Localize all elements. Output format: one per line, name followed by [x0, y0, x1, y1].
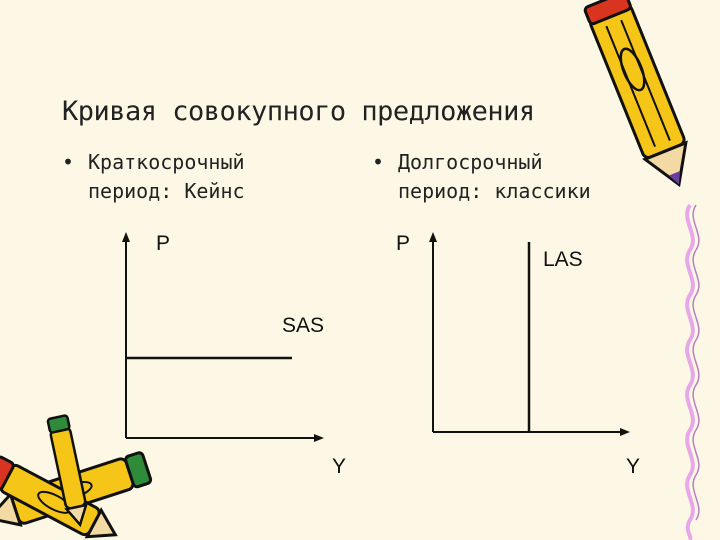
las-label: LAS	[543, 248, 583, 271]
pencils-icon	[0, 414, 153, 539]
sas-label: SAS	[282, 314, 325, 337]
bullet-line: Краткосрочный	[88, 150, 245, 174]
left-y-axis-label: P	[156, 232, 171, 255]
bullet-line: период: Кейнс	[88, 179, 245, 203]
right-x-axis-label: Y	[626, 455, 641, 478]
bullet-line: период: классики	[398, 179, 591, 203]
bullet-marker: •	[372, 150, 385, 174]
left-x-axis-label: Y	[332, 455, 347, 478]
right-x-axis-arrow	[620, 428, 630, 436]
pencil-icon	[583, 0, 688, 188]
bullet-marker: •	[62, 150, 75, 174]
right-y-axis-label: P	[396, 232, 411, 255]
bullet-long-term: • Долгосрочный период: классики	[372, 148, 591, 206]
bullet-line: Долгосрочный	[398, 150, 543, 174]
bullet-short-term: • Краткосрочный период: Кейнс	[62, 148, 245, 206]
ribbon-border-icon	[685, 203, 695, 540]
left-y-axis-arrow	[122, 232, 130, 242]
slide-title: Кривая совокупного предложения	[62, 96, 535, 127]
right-y-axis-arrow	[429, 232, 437, 242]
ribbon-border-shadow-icon	[692, 204, 700, 521]
left-x-axis-arrow	[314, 434, 324, 442]
